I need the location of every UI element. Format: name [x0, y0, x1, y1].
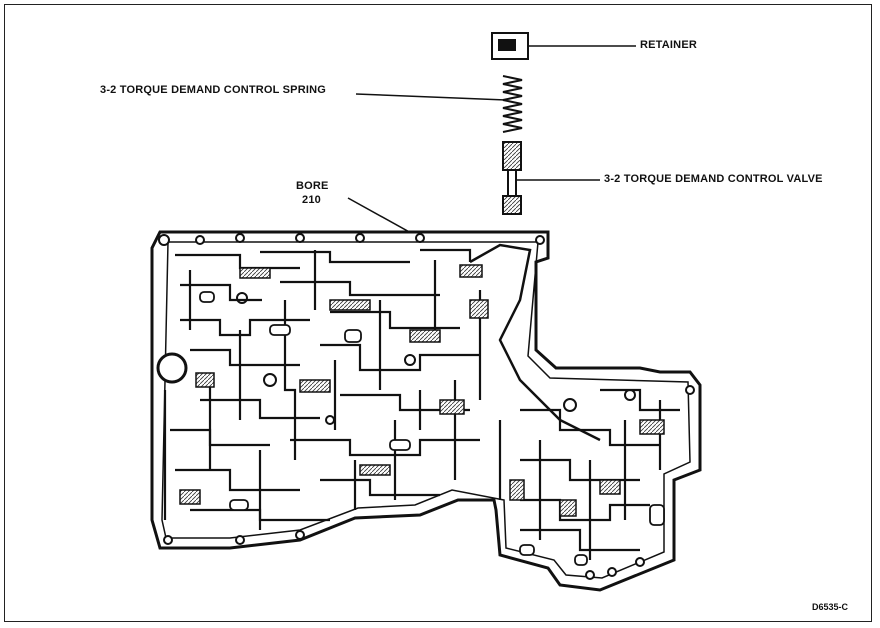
retainer-part [491, 32, 636, 60]
valve-body-plate [150, 230, 702, 592]
valve-part [502, 141, 600, 215]
bore-label-line1: BORE [296, 180, 329, 192]
valve-label: 3-2 TORQUE DEMAND CONTROL VALVE [604, 173, 823, 185]
spring-part [355, 75, 523, 133]
spring-leader-line [355, 93, 507, 101]
figure-code: D6535-C [812, 602, 849, 612]
spring-label: 3-2 TORQUE DEMAND CONTROL SPRING [100, 84, 327, 96]
retainer-label: RETAINER [640, 39, 698, 51]
figure-frame [4, 4, 872, 622]
bore-label-line2: 210 [302, 194, 321, 206]
